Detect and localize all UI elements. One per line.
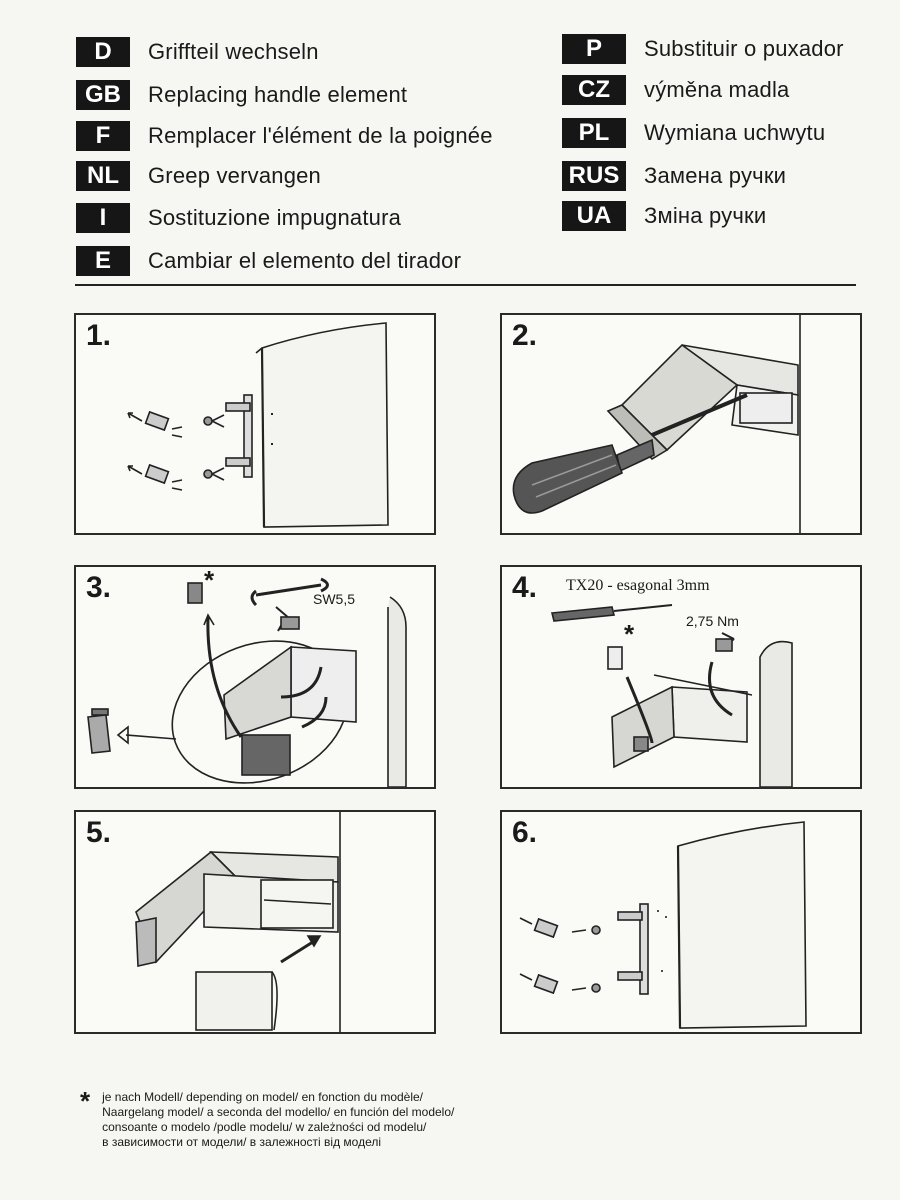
footnote-line: consoante o modelo /podle modelu/ w zale… (102, 1120, 427, 1134)
language-text: Sostituzione impugnatura (148, 205, 402, 230)
language-code: NL (76, 161, 130, 191)
language-row-cz: CZ výměna madla (562, 74, 789, 106)
language-code: RUS (562, 161, 626, 191)
step-6-panel: 6. (500, 810, 862, 1034)
step-number: 5. (86, 816, 112, 849)
language-code: I (76, 203, 130, 233)
step-number: 1. (86, 319, 112, 352)
step-4-illustration (550, 604, 793, 787)
step-2-illustration (512, 315, 801, 533)
language-code: D (76, 37, 130, 67)
step-6-illustration (519, 821, 807, 1029)
language-text: Remplacer l'élément de la poignée (148, 123, 493, 148)
footnote-text: je nach Modell/ depending on model/ en f… (102, 1090, 454, 1150)
footnote: * je nach Modell/ depending on model/ en… (80, 1086, 454, 1150)
language-text: výměna madla (644, 77, 790, 102)
model-dependent-star: * (624, 619, 635, 649)
language-code: E (76, 246, 130, 276)
step-1-panel: 1. (74, 313, 436, 535)
step-5-panel: 5. (74, 810, 436, 1034)
language-code: P (562, 34, 626, 64)
wrench-size-label: SW5,5 (313, 591, 356, 607)
footnote-line: Naargelang model/ a seconda del modello/… (102, 1105, 455, 1119)
language-row-nl: NL Greep vervangen (76, 160, 321, 192)
language-code: GB (76, 80, 130, 110)
step-number: 4. (512, 571, 538, 604)
step-5-illustration (135, 812, 341, 1032)
step-number: 2. (512, 319, 538, 352)
language-row-i: I Sostituzione impugnatura (76, 202, 401, 234)
step-3-panel: 3. SW5,5 * (74, 565, 436, 789)
language-text: Wymiana uchwytu (644, 120, 826, 145)
language-text: Cambiar el elemento del tirador (148, 248, 462, 273)
language-row-e: E Cambiar el elemento del tirador (76, 245, 461, 277)
language-row-p: P Substituir o puxador (562, 33, 844, 65)
step-number: 3. (86, 571, 112, 604)
language-code: F (76, 121, 130, 151)
section-divider (75, 284, 856, 286)
step-number: 6. (512, 816, 538, 849)
torque-label: 2,75 Nm (686, 613, 739, 629)
footnote-line: je nach Modell/ depending on model/ en f… (102, 1090, 424, 1104)
language-text: Замена ручки (644, 163, 787, 188)
language-text: Replacing handle element (148, 82, 408, 107)
language-row-d: D Griffteil wechseln (76, 36, 319, 68)
language-code: UA (562, 201, 626, 231)
language-code: CZ (562, 75, 626, 105)
step-4-panel: 4. TX20 - esagonal 3mm 2,75 Nm * (500, 565, 862, 789)
footnote-star: * (80, 1086, 91, 1116)
language-row-ua: UA Зміна ручки (562, 200, 766, 232)
model-dependent-star: * (204, 565, 215, 595)
language-text: Зміна ручки (644, 203, 767, 228)
language-row-f: F Remplacer l'élément de la poignée (76, 120, 493, 152)
tool-label: TX20 - esagonal 3mm (566, 577, 710, 594)
language-text: Griffteil wechseln (148, 39, 319, 64)
footnote-line: в зависимости от модели/ в залежності ві… (102, 1135, 382, 1149)
step-1-illustration (127, 322, 389, 528)
language-text: Substituir o puxador (644, 36, 844, 61)
language-row-pl: PL Wymiana uchwytu (562, 117, 825, 149)
language-row-gb: GB Replacing handle element (76, 79, 407, 111)
language-code: PL (562, 118, 626, 148)
language-row-rus: RUS Замена ручки (562, 160, 786, 192)
step-2-panel: 2. (500, 313, 862, 535)
step-3-illustration (87, 577, 407, 787)
language-text: Greep vervangen (148, 163, 321, 188)
